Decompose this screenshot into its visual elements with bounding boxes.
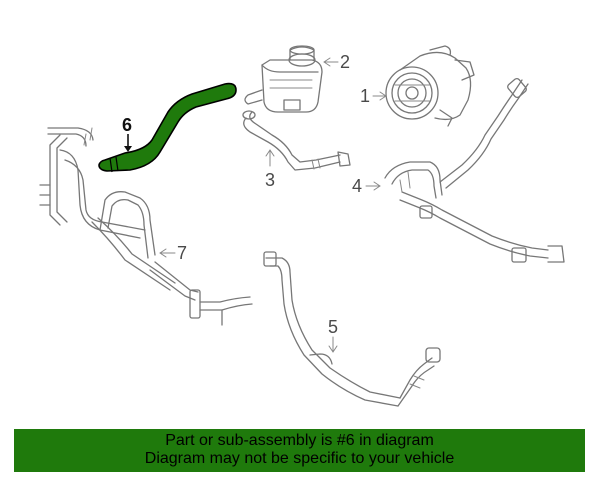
- callout-6: 6: [122, 115, 132, 135]
- callout-5: 5: [328, 317, 338, 337]
- callout-7: 7: [177, 243, 187, 263]
- callout-6-arrowhead: [124, 146, 132, 152]
- banner-line-2: Diagram may not be specific to your vehi…: [144, 450, 455, 467]
- callout-4: 4: [352, 176, 362, 196]
- part-6-hose-highlighted[interactable]: [98, 82, 237, 173]
- callout-2: 2: [340, 52, 350, 72]
- banner-line-1: Part or sub-assembly is #6 in diagram: [165, 432, 434, 449]
- part-3-return-hose[interactable]: [242, 110, 351, 171]
- part-7-cooler-line-assembly[interactable]: [39, 127, 253, 326]
- callout-3: 3: [265, 170, 275, 190]
- part-4-pressure-hose[interactable]: [384, 77, 565, 263]
- callout-1: 1: [360, 86, 370, 106]
- part-2-reservoir[interactable]: [244, 45, 323, 113]
- parts-diagram: 7 6 2 3: [39, 45, 565, 407]
- info-banner: Part or sub-assembly is #6 in diagram Di…: [14, 429, 585, 472]
- part-5-lower-line[interactable]: [263, 251, 441, 407]
- part-1-power-steering-pump[interactable]: [385, 45, 475, 127]
